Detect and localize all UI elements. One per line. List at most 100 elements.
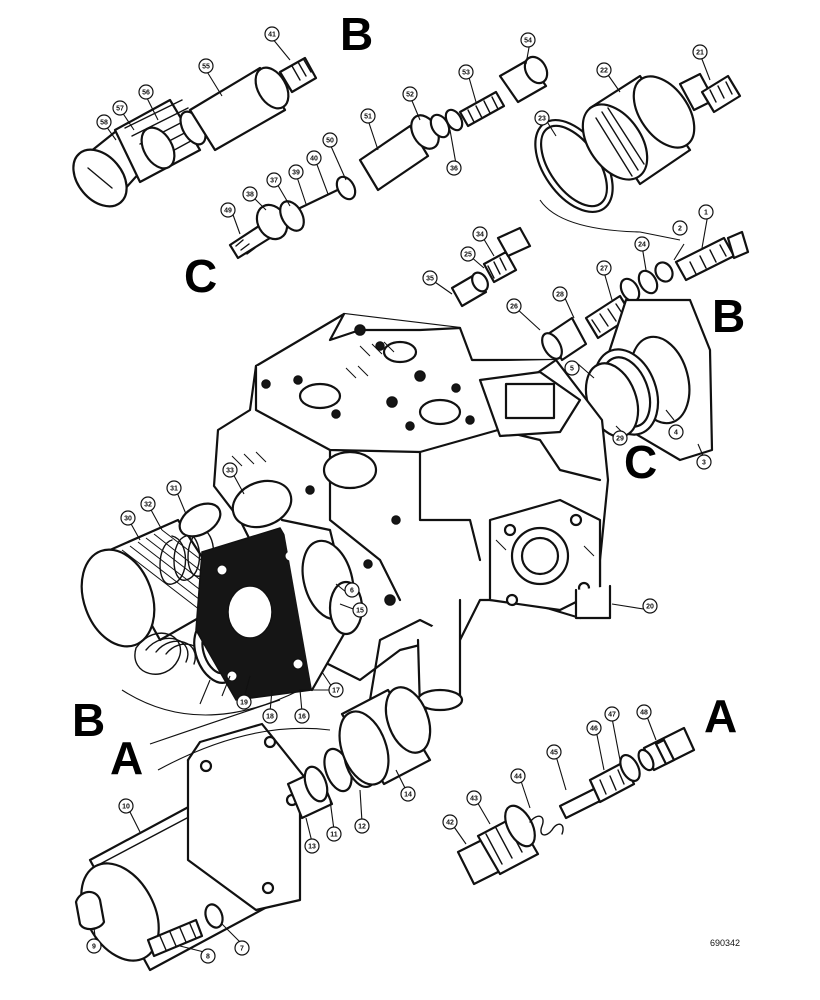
- callout-bubble: [642, 598, 658, 614]
- callout-bubble: [264, 26, 280, 42]
- callout-bubble: [586, 720, 602, 736]
- section-letter-a-left: A: [110, 732, 143, 784]
- callout-number: 5: [570, 366, 574, 373]
- callout-28: 28: [552, 286, 568, 302]
- callout-number: 35: [426, 276, 434, 283]
- callout-6: 6: [344, 582, 360, 598]
- callout-bubble: [604, 706, 620, 722]
- callout-bubble: [344, 582, 360, 598]
- callout-50: 50: [322, 132, 338, 148]
- callout-number: 56: [142, 90, 150, 97]
- callout-52: 52: [402, 86, 418, 102]
- callout-bubble: [520, 32, 536, 48]
- callout-36: 36: [446, 160, 462, 176]
- callout-number: 33: [226, 468, 234, 475]
- callout-bubble: [266, 172, 282, 188]
- callout-number: 27: [600, 266, 608, 273]
- section-letter-b-top: B: [340, 8, 373, 60]
- callout-bubble: [96, 114, 112, 130]
- callout-9: 9: [86, 938, 102, 954]
- callout-bubble: [672, 220, 688, 236]
- callout-39: 39: [288, 164, 304, 180]
- callout-bubble: [612, 430, 628, 446]
- callout-number: 1: [704, 210, 708, 217]
- callout-number: 46: [590, 726, 598, 733]
- callout-bubble: [234, 940, 250, 956]
- callout-number: 29: [616, 436, 624, 443]
- callout-bubble: [466, 790, 482, 806]
- callout-number: 36: [450, 166, 458, 173]
- callout-number: 6: [350, 588, 354, 595]
- callout-bubble: [692, 44, 708, 60]
- callout-47: 47: [604, 706, 620, 722]
- callout-bubble: [222, 462, 238, 478]
- callout-bubble: [352, 602, 368, 618]
- callout-21: 21: [692, 44, 708, 60]
- callout-48: 48: [636, 704, 652, 720]
- callout-45: 45: [546, 744, 562, 760]
- spring-cap-assembly: [80, 479, 364, 701]
- callout-27: 27: [596, 260, 612, 276]
- callout-44: 44: [510, 768, 526, 784]
- poppet-valve-assembly: [456, 726, 696, 886]
- callout-number: 24: [638, 242, 646, 249]
- section-letter-b-left: B: [72, 694, 105, 746]
- callout-23: 23: [534, 110, 550, 126]
- callout-bubble: [294, 708, 310, 724]
- callout-bubble: [696, 454, 712, 470]
- callout-bubble: [262, 708, 278, 724]
- callout-number: 7: [240, 946, 244, 953]
- callout-number: 48: [640, 710, 648, 717]
- callout-bubble: [306, 150, 322, 166]
- callout-bubble: [360, 108, 376, 124]
- callout-bubble: [472, 226, 488, 242]
- callout-number: 22: [600, 68, 608, 75]
- callout-bubble: [422, 270, 438, 286]
- callout-number: 50: [326, 138, 334, 145]
- callout-bubble: [442, 814, 458, 830]
- callout-bubble: [328, 682, 344, 698]
- callout-number: 13: [308, 844, 316, 851]
- callout-57: 57: [112, 100, 128, 116]
- callout-number: 25: [464, 252, 472, 259]
- callout-4: 4: [668, 424, 684, 440]
- callout-bubble: [546, 744, 562, 760]
- callout-55: 55: [198, 58, 214, 74]
- callout-number: 11: [330, 832, 338, 839]
- callout-number: 19: [240, 700, 248, 707]
- section-letter-b-right: B: [712, 290, 745, 342]
- callout-bubble: [242, 186, 258, 202]
- callout-bubble: [118, 798, 134, 814]
- callout-12: 12: [354, 818, 370, 834]
- callout-number: 44: [514, 774, 522, 781]
- callout-number: 45: [550, 750, 558, 757]
- callout-number: 2: [678, 226, 682, 233]
- callout-bubble: [698, 204, 714, 220]
- callout-number: 49: [224, 208, 232, 215]
- callout-number: 43: [470, 796, 478, 803]
- callout-number: 21: [696, 50, 704, 57]
- callout-number: 37: [270, 178, 278, 185]
- end-cap-assembly: [534, 72, 742, 214]
- callout-number: 26: [510, 304, 518, 311]
- callout-24: 24: [634, 236, 650, 252]
- callout-number: 55: [202, 64, 210, 71]
- callout-bubble: [634, 236, 650, 252]
- callout-bubble: [402, 86, 418, 102]
- callout-20: 20: [642, 598, 658, 614]
- callout-bubble: [140, 496, 156, 512]
- callout-number: 58: [100, 120, 108, 127]
- callout-bubble: [166, 480, 182, 496]
- callout-13: 13: [304, 838, 320, 854]
- callout-51: 51: [360, 108, 376, 124]
- callout-number: 38: [246, 192, 254, 199]
- callout-16: 16: [294, 708, 310, 724]
- callout-bubble: [304, 838, 320, 854]
- callout-bubble: [326, 826, 342, 842]
- callout-number: 53: [462, 70, 470, 77]
- callout-29: 29: [612, 430, 628, 446]
- callout-41: 41: [264, 26, 280, 42]
- callout-bubble: [200, 948, 216, 964]
- callout-number: 31: [170, 486, 178, 493]
